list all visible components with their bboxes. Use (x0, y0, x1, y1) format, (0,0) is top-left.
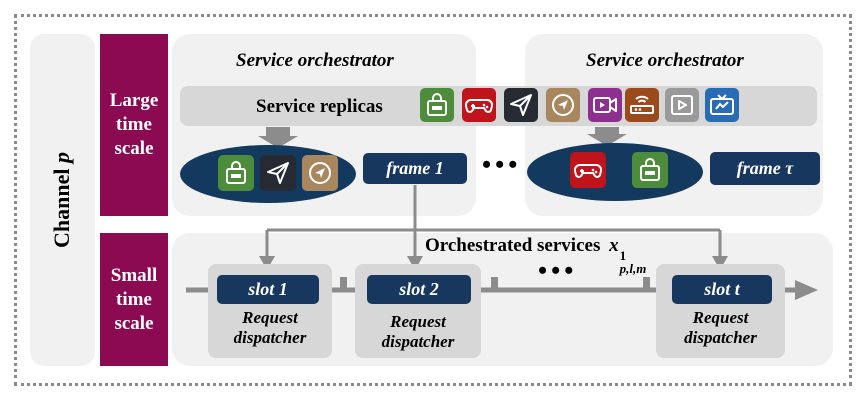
shopping-bag-icon (632, 152, 668, 188)
frame-1-box: frame 1 (363, 153, 467, 184)
small-time-scale-line-3: scale (114, 312, 154, 334)
tv-icon (705, 88, 739, 122)
shopping-bag-icon (218, 155, 254, 191)
small-time-scale-line-1: Small (110, 264, 158, 286)
timeline-arrowhead (795, 280, 818, 300)
outer-frame (14, 14, 852, 386)
channel-panel (30, 34, 95, 366)
orchestrator-left-title: Service orchestrator (236, 50, 394, 71)
large-time-scale-line-2: time (116, 114, 152, 135)
slot-t-box: slot t (672, 275, 772, 304)
shopping-bag-icon (420, 88, 454, 122)
slot-2-box: slot 2 (367, 275, 471, 304)
small-time-scale-line-2: time (116, 288, 152, 310)
large-time-scale-line-3: scale (114, 138, 154, 159)
slot-1-box: slot 1 (217, 275, 319, 304)
paper-plane-icon (504, 88, 538, 122)
gamepad-icon (570, 152, 606, 188)
frame-tau-services-ellipse (527, 143, 703, 201)
frames-ellipsis: ••• (482, 150, 522, 179)
frame-tau-box: frame τ (710, 152, 820, 185)
replica-arrow-left (258, 127, 298, 148)
orchestrated-services-text: Orchestrated services (425, 235, 601, 256)
large-time-scale-label: Large time scale (100, 34, 168, 216)
replica-arrow-right (587, 127, 627, 146)
video-player-icon (665, 88, 699, 122)
router-icon (625, 88, 659, 122)
navigation-icon (546, 88, 580, 122)
small-time-scale-label: Small time scale (100, 233, 168, 366)
service-replicas-label: Service replicas (256, 96, 383, 117)
gamepad-icon (462, 88, 496, 122)
orchestrator-right-title: Service orchestrator (586, 50, 744, 71)
navigation-icon (302, 155, 338, 191)
large-time-scale-line-1: Large (109, 90, 159, 111)
slots-ellipsis: ••• (538, 256, 578, 285)
video-camera-icon (588, 88, 622, 122)
paper-plane-icon (260, 155, 296, 191)
